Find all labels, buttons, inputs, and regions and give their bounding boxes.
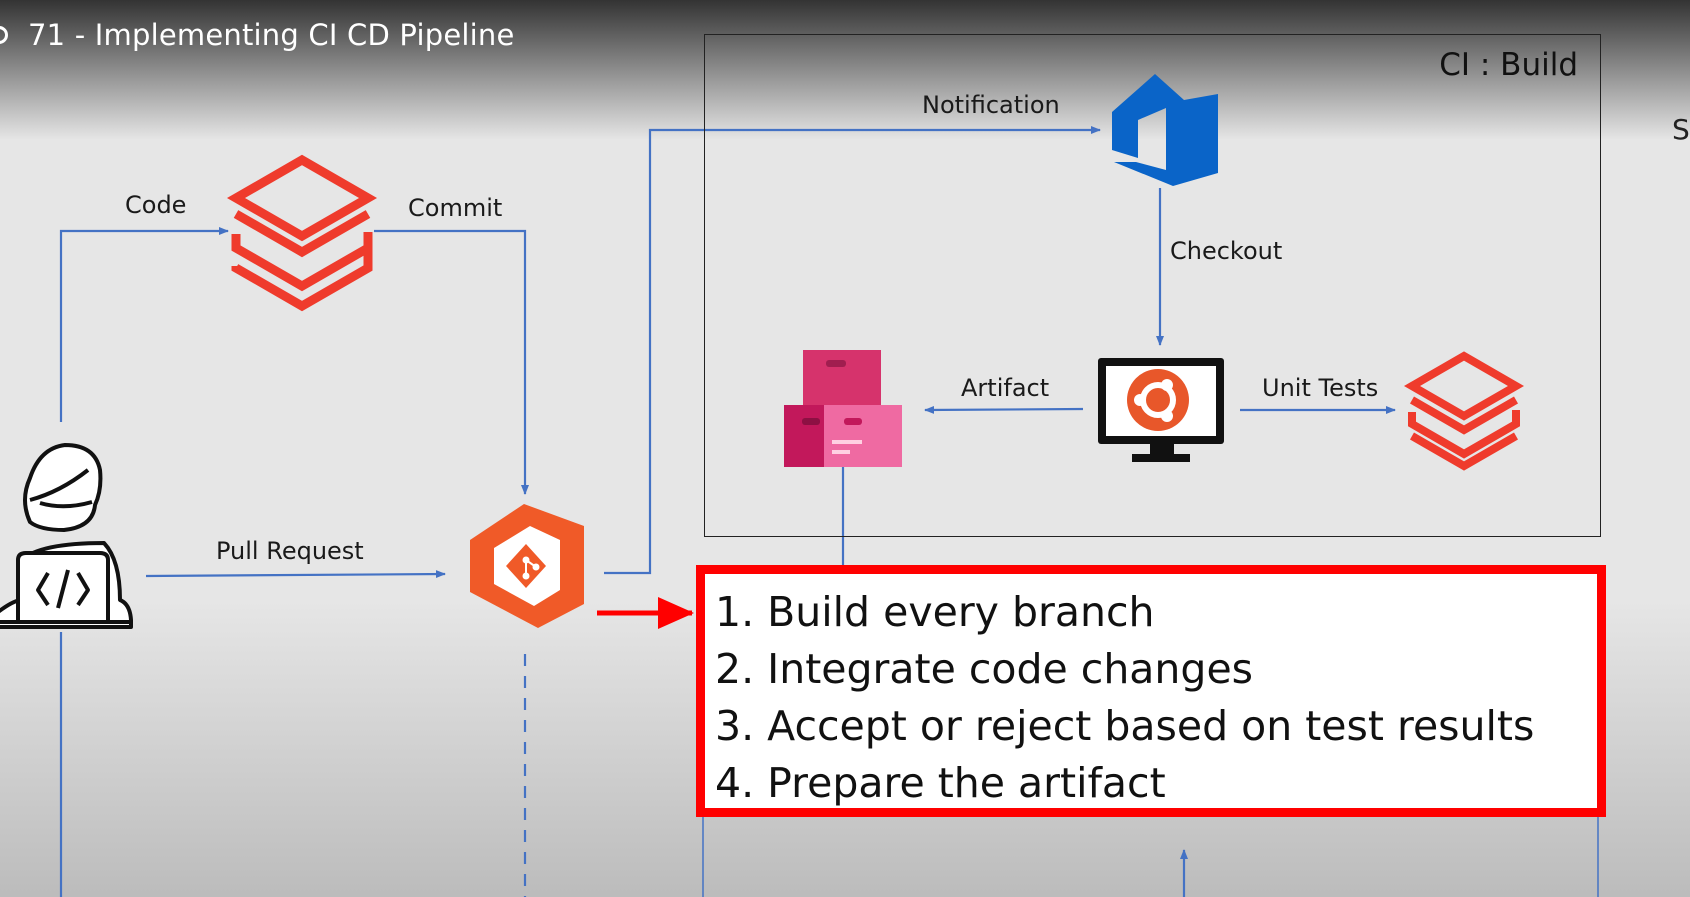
pull-request-label: Pull Request xyxy=(216,537,364,565)
flow-lines xyxy=(59,126,1599,897)
step-item: 1. Build every branch xyxy=(715,588,1155,636)
step-item: 3. Accept or reject based on test result… xyxy=(715,702,1535,750)
azure-devops-icon xyxy=(1112,74,1218,186)
code-line xyxy=(59,227,229,422)
ci-build-box: CI : Build xyxy=(704,34,1601,537)
databricks-small-icon xyxy=(1403,351,1525,471)
notification-label: Notification xyxy=(922,91,1060,119)
artifact-icon xyxy=(784,350,902,467)
artifact-label: Artifact xyxy=(961,374,1050,402)
ci-steps-callout: 1. Build every branch 2. Integrate code … xyxy=(696,565,1606,817)
cut-off-label: S xyxy=(1672,113,1690,146)
ubuntu-agent-icon xyxy=(1098,358,1224,462)
pull-request-line xyxy=(145,570,446,579)
notification-line xyxy=(604,126,1101,575)
checkout-label: Checkout xyxy=(1170,237,1283,265)
video-title: 71 - Implementing CI CD Pipeline xyxy=(28,18,515,52)
commit-line xyxy=(374,229,529,495)
developer-icon xyxy=(0,443,133,629)
artifact-line xyxy=(924,405,1084,414)
azure-repos-icon xyxy=(470,504,584,628)
ci-box-title: CI : Build xyxy=(1439,47,1578,83)
unit-tests-label: Unit Tests xyxy=(1262,374,1379,402)
databricks-icon xyxy=(226,154,378,312)
commit-label: Commit xyxy=(408,194,503,222)
step-item: 2. Integrate code changes xyxy=(715,645,1254,693)
code-label: Code xyxy=(125,191,187,219)
step-item: 4. Prepare the artifact xyxy=(715,759,1166,807)
